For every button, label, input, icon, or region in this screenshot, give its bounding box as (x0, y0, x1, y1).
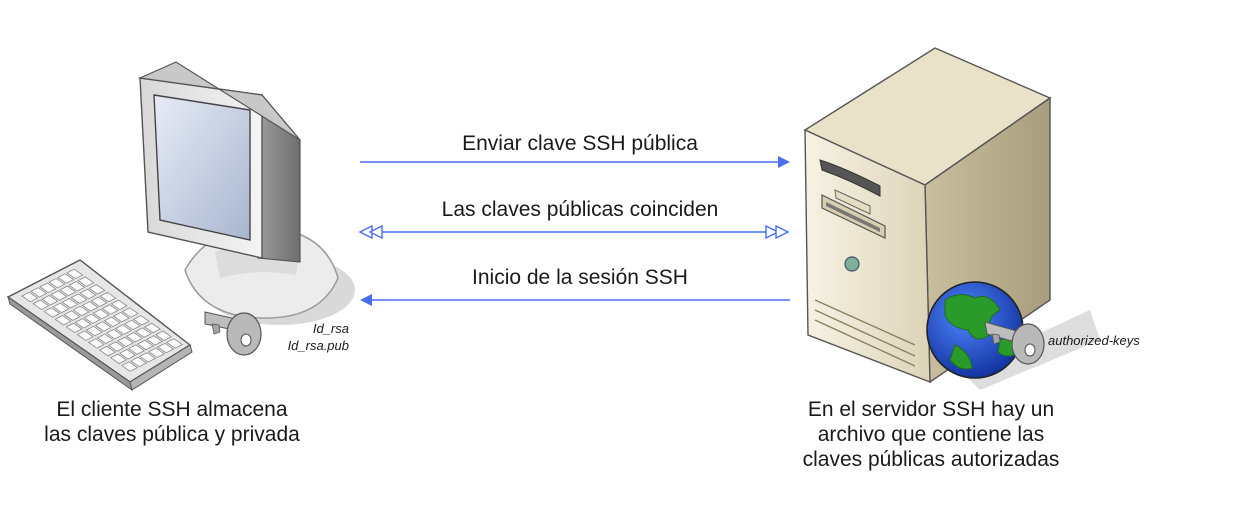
keyboard-key (77, 276, 95, 287)
keyboard-key (125, 332, 143, 343)
arrow-send-public-key (360, 156, 790, 168)
key-icon (204, 311, 262, 356)
keyboard-key (118, 349, 137, 360)
client-file-public: Id_rsa.pub (287, 338, 349, 353)
arrow-label-match: Las claves públicas coinciden (441, 198, 719, 221)
server-caption: En el servidor SSH hay un archivo que co… (803, 397, 1060, 472)
keyboard-key (83, 313, 101, 324)
client-file-private: Id_rsa (312, 321, 349, 336)
keyboard-key (98, 345, 116, 357)
keyboard-key (66, 268, 84, 280)
server-caption-line: claves públicas autorizadas (802, 448, 1060, 471)
keyboard-key (70, 293, 88, 304)
keyboard-key (114, 324, 132, 335)
keyboard-key (85, 325, 103, 337)
keyboard-key (43, 307, 61, 318)
keyboard-key (145, 335, 164, 346)
keyboard-key (52, 302, 70, 314)
keyboard-key (134, 327, 152, 338)
keyboard-key (130, 356, 148, 368)
keyboard-key (79, 288, 97, 300)
keyboard-key (110, 299, 128, 311)
keyboard-key (72, 305, 90, 317)
globe-icon (926, 281, 1024, 379)
keyboard-key (139, 352, 157, 363)
keyboard-key (101, 304, 119, 315)
server-file-label: authorized-keys (1048, 333, 1140, 348)
keyboard-key (105, 328, 123, 340)
client-caption-line: El cliente SSH almacena (56, 398, 288, 421)
keyboard-key (48, 277, 66, 289)
keyboard-key (39, 282, 57, 294)
keyboard-key (112, 311, 130, 323)
keyboard-key (94, 321, 112, 332)
server-caption-line: En el servidor SSH hay un (807, 398, 1055, 421)
keyboard-key (57, 273, 75, 284)
keyboard-key (154, 330, 173, 341)
server-caption-line: archivo que contiene las (817, 423, 1045, 446)
keyboard-key (92, 308, 110, 320)
keyboard-key (59, 285, 77, 297)
keyboard-key (90, 296, 108, 307)
client-caption-line: las claves pública y privada (44, 423, 300, 446)
arrow-keys-match (358, 224, 790, 240)
keyboard-key (116, 336, 134, 348)
keyboard-key (166, 338, 184, 349)
keyboard-key (30, 287, 48, 298)
computer-monitor-icon (137, 61, 355, 325)
keyboard-key (74, 318, 92, 329)
keyboard-key (148, 347, 166, 358)
keyboard-key (88, 284, 106, 295)
key-icon (984, 321, 1045, 365)
keyboard-key (32, 299, 50, 310)
keyboard-key (132, 315, 150, 326)
keyboard-key (127, 344, 146, 355)
keyboard-key (123, 319, 141, 331)
keyboard-key (136, 339, 155, 351)
keyboard-key (107, 341, 125, 352)
keyboard-key (121, 307, 139, 318)
keyboard-key (143, 322, 161, 334)
keyboard-key (96, 333, 114, 344)
keyboard-key (54, 315, 72, 326)
keyboard-key (103, 316, 121, 328)
keyboard-icon (6, 259, 193, 392)
arrow-label-send: Enviar clave SSH pública (462, 132, 698, 155)
client-caption: El cliente SSH almacena las claves públi… (44, 397, 300, 447)
keyboard-key (121, 361, 139, 372)
keyboard-key (41, 294, 59, 306)
keyboard-key (61, 298, 79, 309)
keyboard-key (157, 342, 175, 354)
keyboard-key (68, 281, 86, 292)
keyboard-key (81, 301, 99, 312)
arrow-session-start (360, 294, 790, 306)
keyboard-key (65, 322, 83, 334)
arrow-label-session: Inicio de la sesión SSH (472, 266, 688, 289)
keyboard-key (50, 290, 68, 301)
keyboard-key (63, 310, 81, 321)
keyboard-key (76, 330, 94, 341)
keyboard-key (87, 338, 105, 349)
keyboard-key (99, 291, 117, 303)
keyboard-key (21, 291, 39, 303)
keyboard-key (109, 353, 128, 365)
